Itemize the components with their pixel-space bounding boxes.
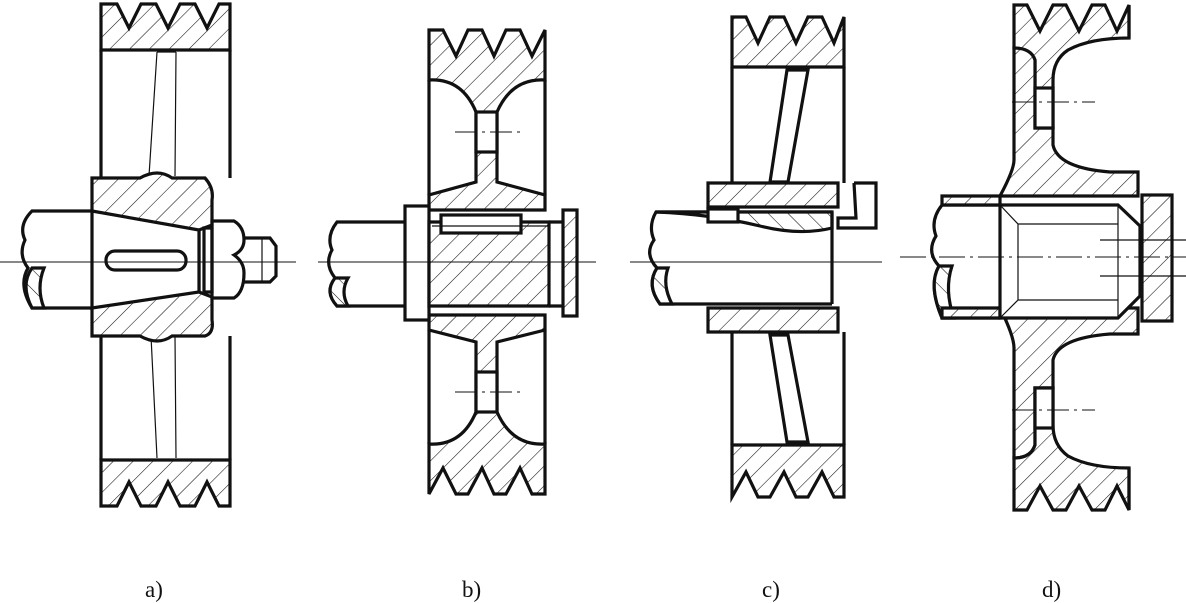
panel-c-bottom-rim <box>730 443 846 504</box>
panel-d-bore <box>998 203 1142 320</box>
panel-d-web-hole-bottom <box>1033 386 1055 430</box>
panel-a-top-rim <box>99 2 232 52</box>
panel-a-spoke-bottom <box>150 335 177 459</box>
panel-c-hub-top <box>706 181 840 209</box>
panel-d-end-cap <box>1140 193 1174 323</box>
panel-d-web-top <box>997 46 1140 198</box>
panel-b-key <box>439 213 523 235</box>
panel-a-key-slot <box>104 249 188 272</box>
panel-c-hub-bottom <box>706 306 840 334</box>
panel-d-web-hole-top <box>1033 86 1055 130</box>
panel-a-nut <box>210 219 246 300</box>
panel-a-washer <box>202 226 214 294</box>
caption-a: a) <box>145 577 163 602</box>
caption-d: d) <box>1042 577 1061 602</box>
panel-b-drawing <box>318 28 596 496</box>
panel-d-web-bottom <box>997 306 1140 460</box>
panel-c-drawing <box>630 15 882 504</box>
panel-c-spoke-top <box>768 68 810 184</box>
panel-c-top-rim <box>730 15 846 69</box>
panel-a-bolt-end <box>244 236 278 284</box>
panel-a-shaft-break <box>24 266 47 310</box>
panel-a-bottom-rim <box>99 458 232 508</box>
caption-c: c) <box>762 577 780 602</box>
panel-b-hub-section <box>427 220 551 308</box>
panel-d-drawing <box>900 3 1186 512</box>
caption-b: b) <box>462 577 481 602</box>
panel-c-spoke-bottom <box>768 333 810 444</box>
panel-b-end-plate <box>561 208 579 318</box>
panel-c-key <box>706 207 740 224</box>
panel-b-shaft-collar <box>403 204 431 322</box>
panel-c-retaining-clip <box>836 181 878 230</box>
panel-d-taper-bush <box>940 194 1002 207</box>
panel-a-spoke-top <box>148 51 177 177</box>
panel-a-web-outline <box>99 50 232 460</box>
panel-a-drawing <box>0 2 296 508</box>
